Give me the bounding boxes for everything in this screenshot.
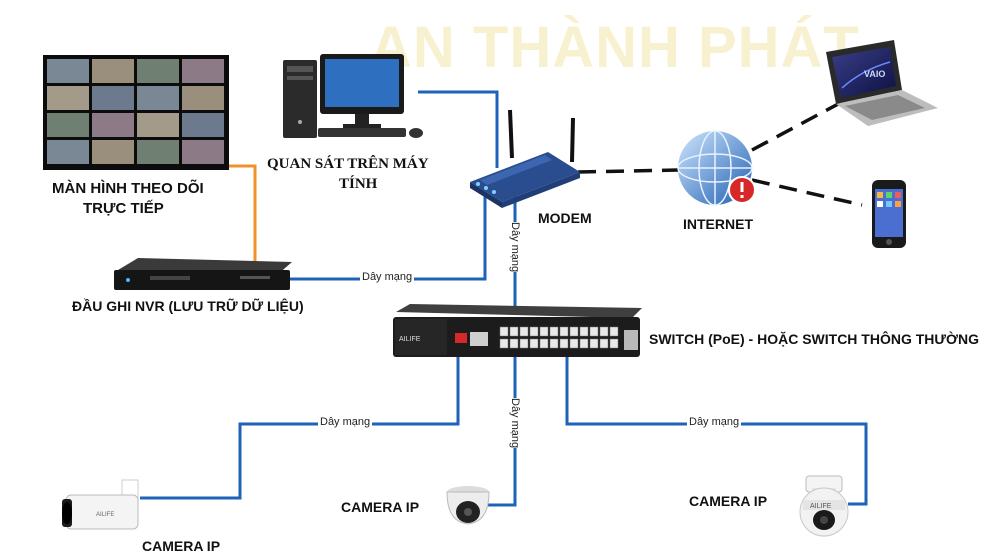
laptop-brand: VAIO (864, 69, 885, 79)
monitor-tile (92, 59, 134, 83)
internet-globe (677, 130, 756, 206)
cable-internet-laptop (751, 101, 841, 152)
cable-label-switch-cam-left: Dây mạng (318, 416, 373, 428)
camera-right-brand: AILIFE (810, 503, 832, 510)
label-internet: INTERNET (683, 216, 753, 232)
switch-port (559, 338, 569, 349)
monitor-tile (182, 113, 224, 137)
label-pc: QUAN SÁT TRÊN MÁY TÍNH (267, 154, 429, 194)
network-switch: AILIFE (393, 304, 642, 357)
smartphone (872, 180, 906, 248)
switch-port (499, 326, 509, 337)
monitor-tile (137, 59, 179, 83)
label-monitor-line1: MÀN HÌNH THEO DÕI (52, 180, 204, 197)
cable-switch-cam-right (565, 357, 868, 506)
label-camera-center: CAMERA IP (341, 499, 420, 515)
switch-port (549, 338, 559, 349)
monitor-tile (137, 86, 179, 110)
label-camera-right: CAMERA IP (689, 493, 768, 509)
switch-brand: AILIFE (399, 336, 421, 343)
cable-label-nvr-modem: Dây mạng (360, 271, 415, 283)
cable-nvr-modem (290, 194, 487, 281)
cable-internet-phone (751, 178, 863, 207)
label-switch: SWITCH (PoE) - HOẶC SWITCH THÔNG THƯỜNG (649, 331, 979, 347)
switch-port (519, 326, 529, 337)
desktop-pc (283, 54, 423, 138)
switch-port (499, 338, 509, 349)
cable-modem-internet (577, 168, 679, 174)
switch-port (589, 338, 599, 349)
label-modem: MODEM (538, 210, 592, 226)
camera-ip-center (446, 486, 490, 525)
modem-router (470, 109, 580, 208)
monitor-tile (137, 113, 179, 137)
monitor-tile (47, 86, 89, 110)
switch-port (529, 338, 539, 349)
monitor-tile (92, 113, 134, 137)
watermark: AN THÀNH PHÁT (370, 15, 860, 80)
cable-label-switch-cam-center: Dây mạng (507, 398, 523, 449)
switch-port (539, 338, 549, 349)
surveillance-monitor (43, 55, 229, 170)
label-pc-line1: QUAN SÁT TRÊN MÁY (267, 156, 429, 172)
monitor-tile (92, 140, 134, 164)
switch-port (539, 326, 549, 337)
camera-ip-left: AILIFE (62, 479, 139, 530)
switch-port (509, 338, 519, 349)
camera-ip-right: AILIFE (799, 475, 849, 537)
switch-port (569, 326, 579, 337)
monitor-tile (47, 113, 89, 137)
monitor-tile (47, 59, 89, 83)
switch-port (609, 326, 619, 337)
label-camera-left: CAMERA IP (142, 538, 221, 554)
switch-port (559, 326, 569, 337)
label-pc-line2: TÍNH (339, 176, 378, 192)
switch-port (529, 326, 539, 337)
nvr-recorder (114, 258, 292, 290)
switch-port (579, 326, 589, 337)
switch-port (589, 326, 599, 337)
monitor-tile (182, 59, 224, 83)
monitor-tiles (47, 59, 224, 164)
monitor-tile (47, 140, 89, 164)
cable-pc-modem (418, 90, 499, 168)
monitor-tile (92, 86, 134, 110)
label-monitor: MÀN HÌNH THEO DÕI TRỰC TIẾP (52, 179, 204, 219)
label-nvr: ĐẦU GHI NVR (LƯU TRỮ DỮ LIỆU) (72, 298, 304, 314)
cable-switch-cam-left (140, 357, 460, 500)
switch-port (599, 326, 609, 337)
label-monitor-line2: TRỰC TIẾP (83, 200, 164, 217)
laptop: VAIO (826, 40, 938, 126)
switch-port (579, 338, 589, 349)
monitor-tile (182, 140, 224, 164)
monitor-tile (182, 86, 224, 110)
switch-port (599, 338, 609, 349)
cable-label-modem-switch: Dây mạng (507, 222, 523, 273)
camera-left-brand: AILIFE (96, 512, 114, 518)
switch-port (549, 326, 559, 337)
switch-ports (499, 326, 619, 349)
monitor-tile (137, 140, 179, 164)
switch-port (569, 338, 579, 349)
switch-port (609, 338, 619, 349)
switch-port (519, 338, 529, 349)
cable-monitor-nvr (225, 164, 257, 262)
cable-label-switch-cam-right: Dây mạng (687, 416, 742, 428)
switch-port (509, 326, 519, 337)
